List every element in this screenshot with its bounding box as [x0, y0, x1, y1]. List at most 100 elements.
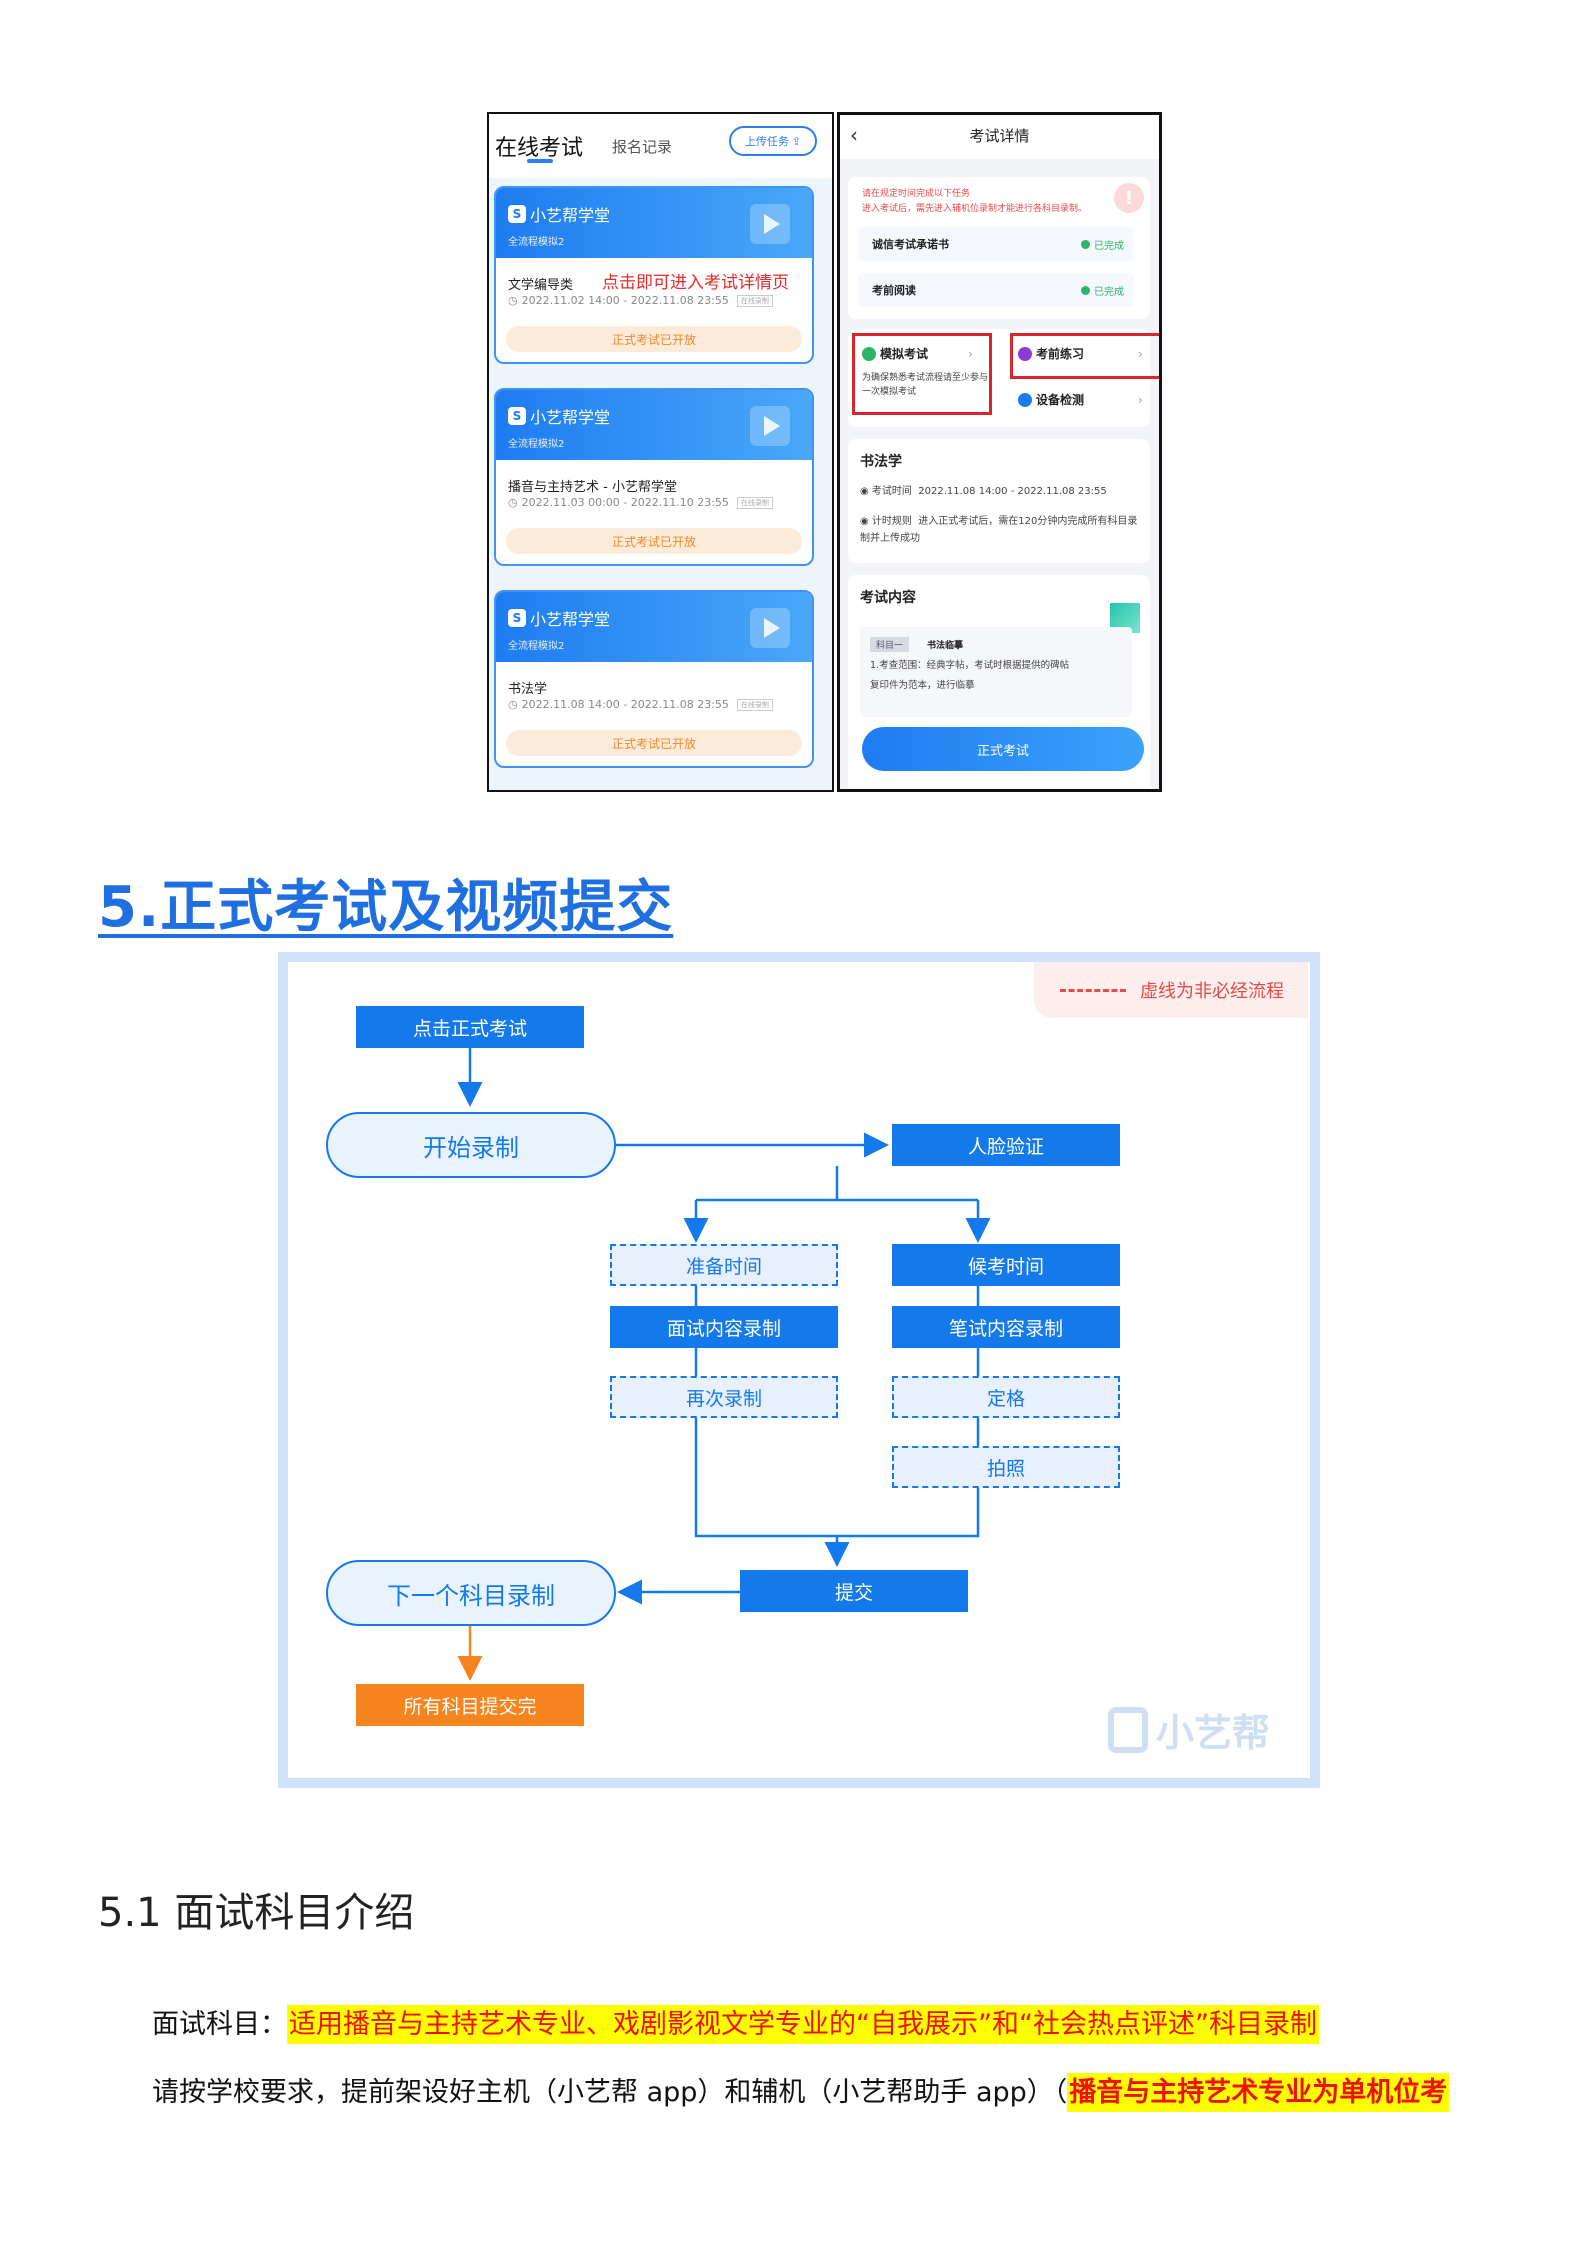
node-click-start-exam: 点击正式考试 [356, 1006, 584, 1048]
card-subject: 文学编导类 [508, 278, 574, 293]
brand-logo-icon: S [508, 609, 526, 627]
flowchart-legend: 虚线为非必经流程 [1034, 962, 1308, 1018]
exam-detail-title: 考试详情 [969, 127, 1030, 145]
exam-time-value: 2022.11.08 14:00 - 2022.11.08 23:55 [918, 486, 1107, 497]
clock-icon: ◷ [508, 698, 518, 711]
task-notice-detail: 进入考试后，需先进入辅机位录制才能进行各科目录制。 [862, 204, 1088, 214]
connector [837, 1486, 980, 1538]
interview-label: 面试科目： [152, 2009, 287, 2040]
clock-icon: ◷ [508, 496, 518, 509]
clock-icon: ◷ [508, 294, 518, 307]
watermark: 小艺帮 [1108, 1702, 1270, 1757]
mock-exam-entry[interactable]: 模拟考试 › [862, 345, 973, 362]
content-item: 科目一 书法临摹 1.考查范围：经典字帖，考试时根据提供的碑帖 复印件为范本，进… [860, 627, 1132, 717]
node-written-record: 笔试内容录制 [892, 1306, 1120, 1348]
exam-time-label: 考试时间 [871, 486, 912, 497]
status-done-text: 已完成 [1094, 240, 1124, 252]
practice-label: 考前练习 [1036, 347, 1085, 361]
node-re-record: 再次录制 [610, 1376, 838, 1418]
subject-info-panel: 书法学 ◉ 考试时间 2022.11.08 14:00 - 2022.11.08… [848, 439, 1150, 563]
brand-logo-icon: S [508, 407, 526, 425]
exam-card-banner: S 小艺帮学堂 全流程模拟2 [496, 390, 812, 460]
exam-detail-header: ‹ 考试详情 [840, 115, 1159, 159]
task-reading-label: 考前阅读 [872, 284, 916, 297]
exam-card-list: S 小艺帮学堂 全流程模拟2 文学编导类 点击即可进入考试详情页 ◷ 2022.… [489, 178, 832, 790]
tool-panel: 模拟考试 › 为确保熟悉考试流程请至少参与一次模拟考试 考前练习 › 设备检测 … [848, 329, 1159, 427]
status-badge: 已完成 [1081, 283, 1124, 298]
card-brand: S 小艺帮学堂 [508, 404, 610, 428]
card-brand: S 小艺帮学堂 [508, 202, 610, 226]
exam-list-header: 在线考试 报名记录 上传任务 ⇪ [489, 114, 832, 178]
flowchart: 虚线为非必经流程 [288, 962, 1310, 1778]
highlight-box-practice [1010, 333, 1159, 379]
exam-open-button[interactable]: 正式考试已开放 [506, 730, 802, 756]
task-row-honesty[interactable]: 诚信考试承诺书 已完成 [858, 227, 1134, 261]
card-tag: 在线录制 [736, 496, 773, 509]
node-photo: 拍照 [892, 1446, 1120, 1488]
check-icon [1081, 285, 1090, 295]
card-annotation: 点击即可进入考试详情页 [602, 273, 789, 293]
chevron-right-icon: › [1138, 346, 1143, 361]
card-brand: S 小艺帮学堂 [508, 606, 610, 630]
node-freeze: 定格 [892, 1376, 1120, 1418]
card-time-range: 2022.11.03 00:00 - 2022.11.10 23:55 [521, 496, 729, 509]
exam-card-banner: S 小艺帮学堂 全流程模拟2 [496, 592, 812, 662]
clock-icon: ◉ [860, 486, 872, 497]
subject-tag: 科目一 [870, 637, 910, 652]
tab-online-exam[interactable]: 在线考试 [495, 136, 584, 161]
task-honesty-label: 诚信考试承诺书 [872, 238, 949, 251]
back-arrow-icon[interactable]: ‹ [850, 123, 858, 147]
exam-card[interactable]: S 小艺帮学堂 全流程模拟2 播音与主持艺术 - 小艺帮学堂 ◷ 2022.11… [494, 388, 814, 566]
upload-task-label: 上传任务 [744, 135, 789, 148]
card-time: ◷ 2022.11.03 00:00 - 2022.11.10 23:55 在线… [508, 496, 773, 509]
connector [694, 1416, 837, 1538]
active-tab-indicator [527, 159, 553, 163]
exam-detail-body: 请在规定时间完成以下任务 进入考试后，需先进入辅机位录制才能进行各科目录制。 !… [840, 159, 1159, 789]
exam-open-button[interactable]: 正式考试已开放 [506, 528, 802, 554]
card-tag: 在线录制 [736, 294, 773, 307]
card-time-range: 2022.11.02 14:00 - 2022.11.08 23:55 [521, 294, 729, 307]
status-done-text: 已完成 [1094, 286, 1124, 298]
check-icon [1081, 239, 1090, 249]
mock-exam-icon [862, 346, 876, 361]
exam-card[interactable]: S 小艺帮学堂 全流程模拟2 书法学 ◷ 2022.11.08 14:00 - … [494, 590, 814, 768]
exam-time-row: ◉ 考试时间 2022.11.08 14:00 - 2022.11.08 23:… [860, 483, 1107, 500]
tab-registration-records[interactable]: 报名记录 [612, 138, 673, 156]
interview-highlight: 适用播音与主持艺术专业、戏剧影视文学专业的“自我展示”和“社会热点评述”科目录制 [287, 2005, 1319, 2044]
subject-name: 书法临摹 [927, 641, 964, 651]
node-submit: 提交 [740, 1570, 968, 1612]
practice-entry[interactable]: 考前练习 › [1018, 345, 1143, 362]
exam-card[interactable]: S 小艺帮学堂 全流程模拟2 文学编导类 点击即可进入考试详情页 ◷ 2022.… [494, 186, 814, 364]
mock-exam-description: 为确保熟悉考试流程请至少参与一次模拟考试 [862, 373, 989, 397]
play-icon [750, 608, 790, 648]
content-line-1: 1.考查范围：经典字帖，考试时根据提供的碑帖 [870, 660, 1070, 671]
exam-card-banner: S 小艺帮学堂 全流程模拟2 [496, 188, 812, 258]
device-check-label: 设备检测 [1036, 393, 1085, 407]
node-prep-time: 准备时间 [610, 1244, 838, 1286]
card-exam-name: 全流程模拟2 [508, 439, 565, 450]
card-subject: 播音与主持艺术 - 小艺帮学堂 [508, 480, 677, 495]
mock-exam-label: 模拟考试 [880, 347, 929, 361]
watermark-logo-icon [1108, 1706, 1148, 1753]
node-wait-time: 候考时间 [892, 1244, 1120, 1286]
node-next-subject: 下一个科目录制 [326, 1560, 616, 1626]
chevron-right-icon: › [968, 346, 973, 361]
upload-task-button[interactable]: 上传任务 ⇪ [729, 126, 817, 156]
setup-text: 请按学校要求，提前架设好主机（小艺帮 app）和辅机（小艺帮助手 app）（ [152, 2077, 1068, 2108]
subject-title: 书法学 [860, 454, 902, 470]
exam-open-button[interactable]: 正式考试已开放 [506, 326, 802, 352]
play-icon [750, 406, 790, 446]
paragraph-setup: 请按学校要求，提前架设好主机（小艺帮 app）和辅机（小艺帮助手 app）（播音… [152, 2070, 1450, 2112]
card-time: ◷ 2022.11.08 14:00 - 2022.11.08 23:55 在线… [508, 698, 773, 711]
start-exam-button[interactable]: 正式考试 [862, 727, 1144, 771]
card-brand-name: 小艺帮学堂 [530, 206, 611, 225]
section-heading: 5.正式考试及视频提交 [98, 875, 674, 940]
setup-highlight: 播音与主持艺术专业为单机位考 [1067, 2073, 1450, 2112]
content-line-2: 复印件为范本，进行临摹 [870, 680, 975, 691]
exam-list-screenshot: 在线考试 报名记录 上传任务 ⇪ S 小艺帮学堂 全流程模拟2 文学编导类 点击… [487, 112, 834, 792]
legend-label: 虚线为非必经流程 [1140, 981, 1284, 1002]
device-check-entry[interactable]: 设备检测 › [1018, 391, 1143, 408]
task-row-reading[interactable]: 考前阅读 已完成 [858, 273, 1134, 307]
node-start-recording: 开始录制 [326, 1112, 616, 1178]
brand-logo-icon: S [508, 205, 526, 223]
